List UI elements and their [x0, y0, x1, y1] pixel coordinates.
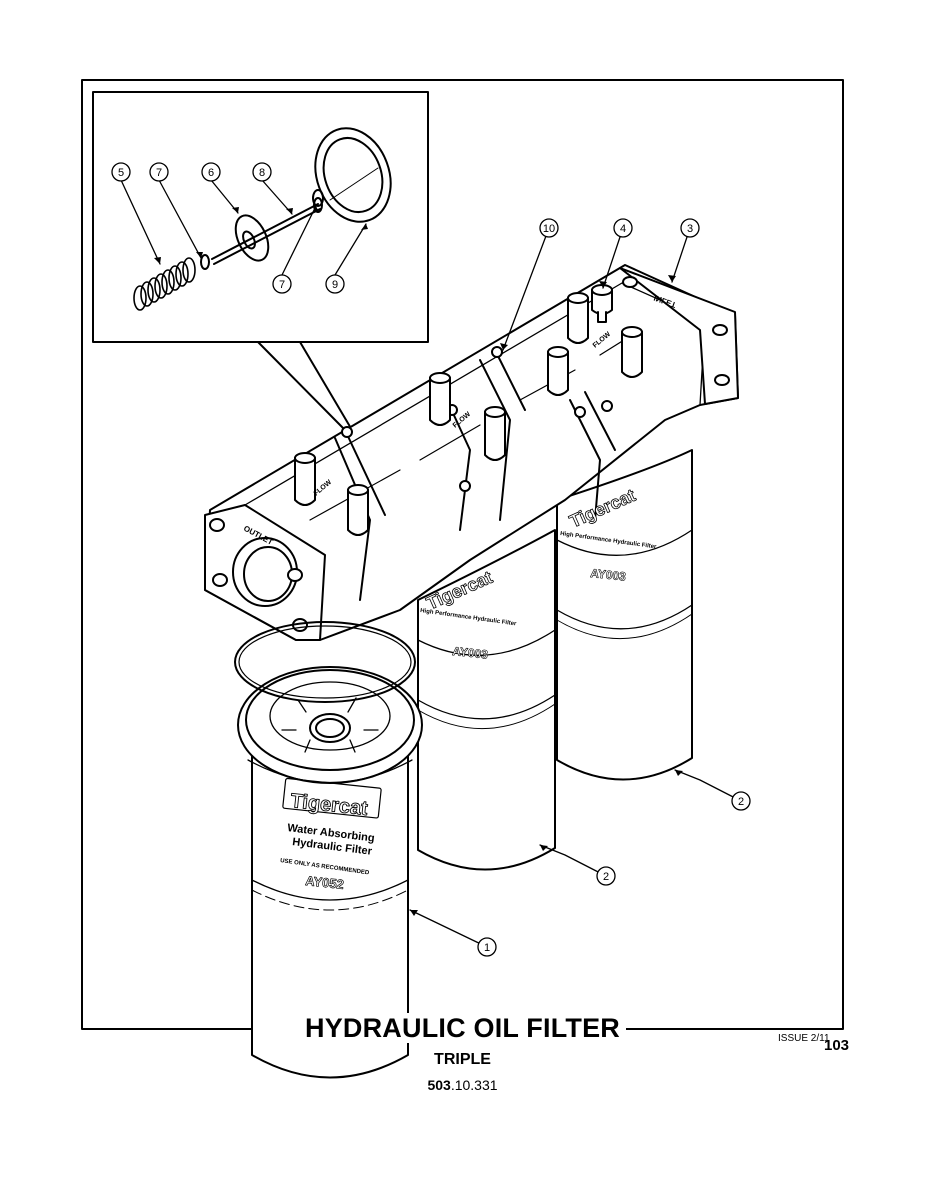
issue-label: ISSUE 2/11 [778, 1033, 830, 1044]
spring-part [133, 257, 196, 311]
leader-arrowheads [154, 206, 683, 916]
gasket-plate-part [314, 127, 392, 223]
callout-9: 9 [332, 279, 338, 291]
callout-8: 8 [259, 167, 265, 179]
callout-2: 2 [738, 796, 744, 808]
o-ring [234, 621, 416, 703]
inset-pointer-line [299, 341, 353, 431]
filter2-model: AY003 [452, 644, 489, 662]
inset-pointer-line [257, 341, 346, 431]
callout-2: 2 [603, 871, 609, 883]
diagram-frame [81, 79, 844, 1030]
manifold-head [204, 264, 739, 641]
main-leaders [409, 227, 742, 948]
valve-rod-part [211, 197, 323, 265]
callout-5: 5 [118, 167, 124, 179]
callout-7: 7 [156, 167, 162, 179]
part-code: 503.10.331 [0, 1077, 925, 1093]
callout-group [111, 162, 751, 957]
callout-3: 3 [687, 223, 693, 235]
o-ring [238, 625, 412, 699]
filter3-model: AY003 [590, 566, 627, 584]
filter-canister-3 [556, 449, 693, 781]
callout-4: 4 [620, 223, 626, 235]
callout-7: 7 [279, 279, 285, 291]
page-subtitle: TRIPLE [434, 1051, 491, 1068]
filter1-model: AY052 [305, 873, 345, 892]
part-code-suffix: .10.331 [450, 1077, 498, 1093]
part-code-prefix: 503 [427, 1077, 451, 1093]
washer-part [200, 254, 210, 270]
inset-leaders [120, 179, 367, 276]
callout-10: 10 [543, 223, 555, 235]
callout-6: 6 [208, 167, 214, 179]
filter-canister-2 [417, 529, 556, 871]
callout-1: 1 [484, 942, 490, 954]
filter-canister-1 [237, 666, 423, 1079]
page-number: 103 [824, 1037, 850, 1054]
inset-frame [92, 91, 429, 343]
page-title: HYDRAULIC OIL FILTER [0, 1013, 925, 1044]
page-title-text: HYDRAULIC OIL FILTER [299, 1013, 626, 1043]
